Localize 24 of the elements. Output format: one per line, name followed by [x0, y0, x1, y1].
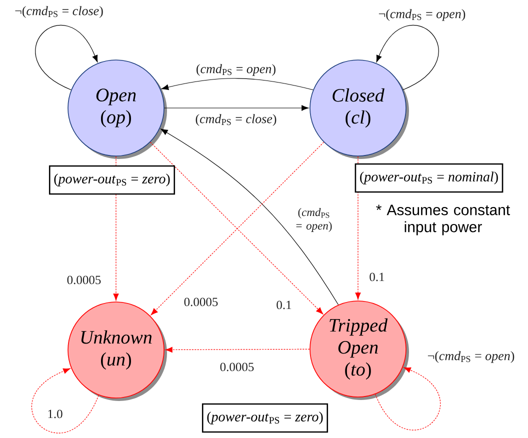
transition-arrow — [165, 346, 310, 353]
transition-arrow — [161, 78, 314, 90]
transition-arrow — [164, 105, 309, 111]
output-box: (power-out$_{PS}$ = nominal) — [354, 163, 504, 193]
edge-label: (cmd$_{PS}$ = open) — [290, 207, 338, 233]
output-box: (power-out$_{PS}$ = zero) — [202, 403, 328, 433]
note-text: * Assumes constant input power — [376, 204, 510, 236]
edge-label: (cmd$_{PS}$ = open) — [194, 63, 278, 77]
edge-label: (cmd$_{PS}$ = close) — [194, 113, 278, 127]
edge-label: ¬(cmd$_{PS}$ = close) — [14, 5, 104, 19]
edge-label: 1.0 — [46, 408, 64, 420]
edge-label: 0.0005 — [182, 296, 220, 308]
edge-label: ¬(cmd$_{PS}$ = open) — [377, 8, 467, 22]
transition-arrow — [160, 128, 339, 306]
edge-label: 0.0005 — [66, 274, 102, 286]
edge-label: 0.1 — [368, 272, 386, 282]
edge-label: 0.1 — [275, 300, 293, 310]
self-loop-arrow — [375, 367, 440, 430]
edge-label: ¬(cmd$_{PS}$ = open) — [426, 350, 516, 364]
self-loop-arrow — [32, 368, 99, 434]
self-loop-arrow — [376, 25, 439, 90]
edge-label: 0.0005 — [218, 362, 256, 372]
self-loop-arrow — [35, 25, 98, 90]
output-box: (power-out$_{PS}$ = zero) — [48, 165, 176, 195]
